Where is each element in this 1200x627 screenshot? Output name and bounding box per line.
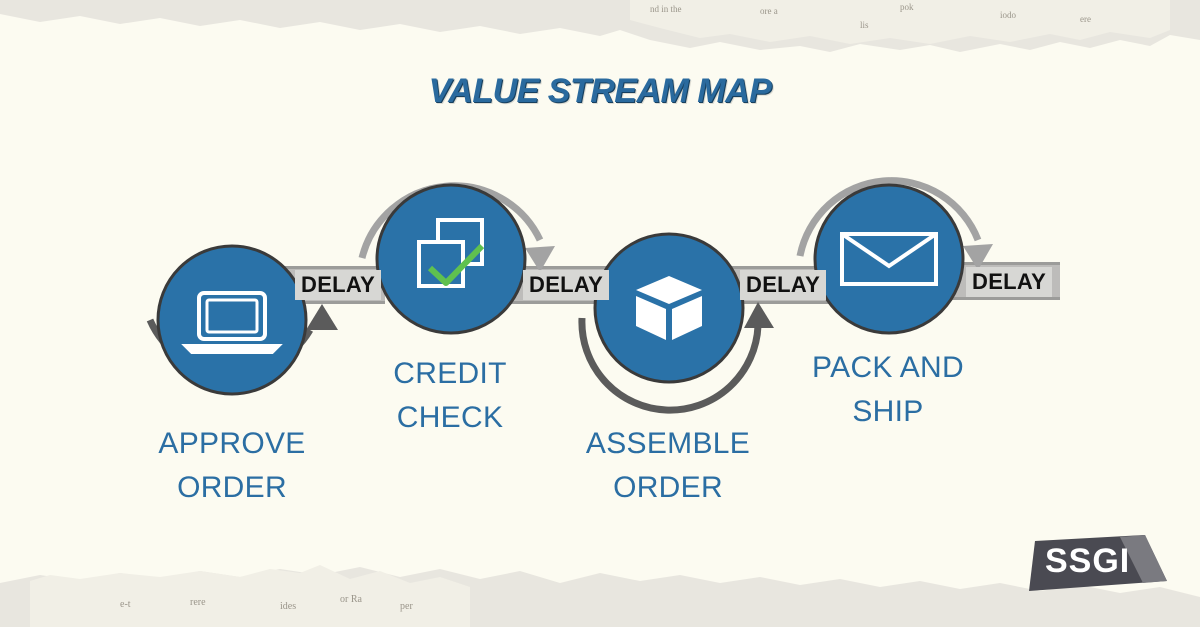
step-label-approve-line1: APPROVE	[158, 427, 306, 460]
step-label-credit: CREDIT CHECK	[350, 352, 550, 440]
ssgi-logo: SSGI	[1045, 542, 1131, 580]
laptop-icon	[181, 291, 283, 354]
step-label-credit-line2: CHECK	[396, 401, 504, 434]
step-label-pack-line2: SHIP	[852, 395, 924, 428]
step-label-credit-line1: CREDIT	[393, 357, 507, 390]
step-label-pack: PACK AND SHIP	[778, 346, 998, 434]
page-title: VALUE STREAM MAP	[428, 72, 772, 110]
svg-text:nd in the: nd in the	[650, 4, 682, 14]
svg-text:pok: pok	[900, 2, 914, 12]
cycle-arrow-pack	[796, 177, 982, 257]
svg-text:ides: ides	[280, 601, 296, 612]
arrowhead-pack	[963, 244, 993, 270]
delay-label-3: DELAY	[740, 270, 827, 300]
step-label-assemble: ASSEMBLE ORDER	[558, 422, 778, 510]
arrowhead-credit	[525, 246, 555, 272]
delay-label-2: DELAY	[523, 270, 610, 300]
check-documents-icon	[417, 218, 485, 288]
step-circle-approve	[156, 244, 308, 396]
arrowhead-assemble	[744, 302, 774, 328]
svg-text:e-t: e-t	[120, 599, 131, 610]
svg-text:or Ra: or Ra	[340, 594, 363, 605]
box-icon	[636, 276, 702, 340]
cycle-arrow-assemble	[578, 317, 762, 414]
step-circle-assemble	[593, 232, 745, 384]
step-circle-pack	[813, 183, 965, 335]
svg-text:ere: ere	[1080, 14, 1091, 24]
svg-text:lis: lis	[860, 20, 869, 30]
step-label-assemble-line1: ASSEMBLE	[585, 427, 751, 460]
torn-paper-bottom: e-t rere ides or Ra per	[0, 565, 1200, 627]
arrowhead-approve	[306, 304, 338, 330]
step-label-approve-line2: ORDER	[177, 471, 287, 504]
ssgi-logo-shape	[1029, 535, 1167, 591]
envelope-icon	[840, 232, 938, 286]
delay-label-4: DELAY	[966, 267, 1053, 297]
step-label-assemble-line2: ORDER	[613, 471, 723, 504]
svg-text:ore a: ore a	[760, 6, 778, 16]
step-label-pack-line1: PACK AND	[812, 351, 964, 384]
svg-text:rere: rere	[190, 597, 206, 608]
torn-paper-top: nd in the ore a pok iodo ere lis	[0, 0, 1200, 52]
svg-text:iodo: iodo	[1000, 10, 1017, 20]
step-label-approve: APPROVE ORDER	[132, 422, 332, 510]
svg-text:per: per	[400, 601, 413, 612]
delay-label-1: DELAY	[295, 270, 382, 300]
